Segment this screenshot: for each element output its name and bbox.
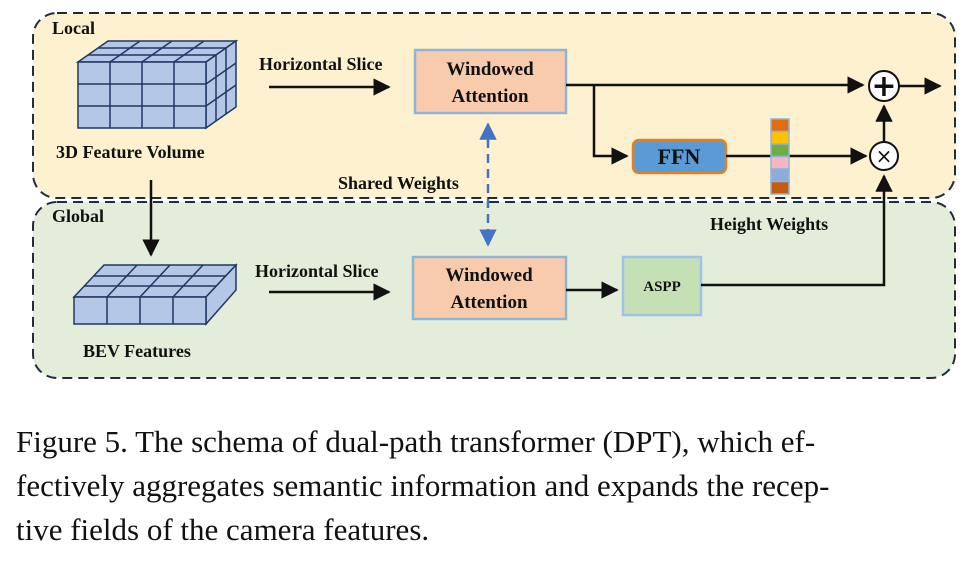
feature-volume-label: 3D Feature Volume bbox=[56, 142, 205, 162]
windowed-attention-top-box bbox=[413, 48, 568, 115]
attention-to-ffn-arrow bbox=[592, 85, 629, 165]
windowed-attention-top-line2: Attention bbox=[451, 86, 528, 107]
height-weights-bar bbox=[770, 118, 790, 195]
caption-line: tive fields of the camera features. bbox=[16, 512, 430, 547]
horizontal-slice-bottom-label: Horizontal Slice bbox=[255, 261, 378, 281]
shared-weights-label: Shared Weights bbox=[338, 173, 459, 193]
windowed-attention-top-line1: Windowed bbox=[446, 59, 534, 80]
times-symbol: × bbox=[876, 144, 893, 168]
windowed-attention-bottom-line2: Attention bbox=[450, 292, 527, 313]
ffn-label: FFN bbox=[658, 144, 701, 169]
plus-symbol: + bbox=[871, 69, 896, 104]
global-label: Global bbox=[52, 206, 104, 226]
height-weight-cell bbox=[770, 130, 790, 145]
height-weight-cell bbox=[770, 118, 790, 133]
local-label: Local bbox=[52, 18, 95, 38]
bev-features-cube bbox=[72, 263, 238, 326]
height-weight-cell bbox=[770, 143, 790, 158]
height-weight-cell bbox=[770, 168, 790, 183]
height-weights-label: Height Weights bbox=[710, 214, 828, 234]
windowed-attention-bottom-line1: Windowed bbox=[445, 265, 533, 286]
caption-line: Figure 5. The schema of dual-path transf… bbox=[16, 424, 816, 459]
windowed-attention-bottom-box bbox=[411, 255, 568, 321]
dpt-diagram: Local Global 3D Feature Volume BEV Featu… bbox=[32, 12, 956, 379]
aspp-label: ASPP bbox=[643, 279, 681, 295]
figure-caption: Figure 5. The schema of dual-path transf… bbox=[16, 420, 966, 552]
bev-label: BEV Features bbox=[83, 341, 191, 361]
height-weight-cell bbox=[770, 180, 790, 195]
aspp-to-times-arrow bbox=[701, 174, 893, 287]
horizontal-slice-top-label: Horizontal Slice bbox=[259, 54, 382, 74]
height-weight-cell bbox=[770, 155, 790, 170]
caption-line: fectively aggregates semantic informatio… bbox=[16, 468, 830, 503]
feature-volume-cube bbox=[75, 39, 239, 130]
